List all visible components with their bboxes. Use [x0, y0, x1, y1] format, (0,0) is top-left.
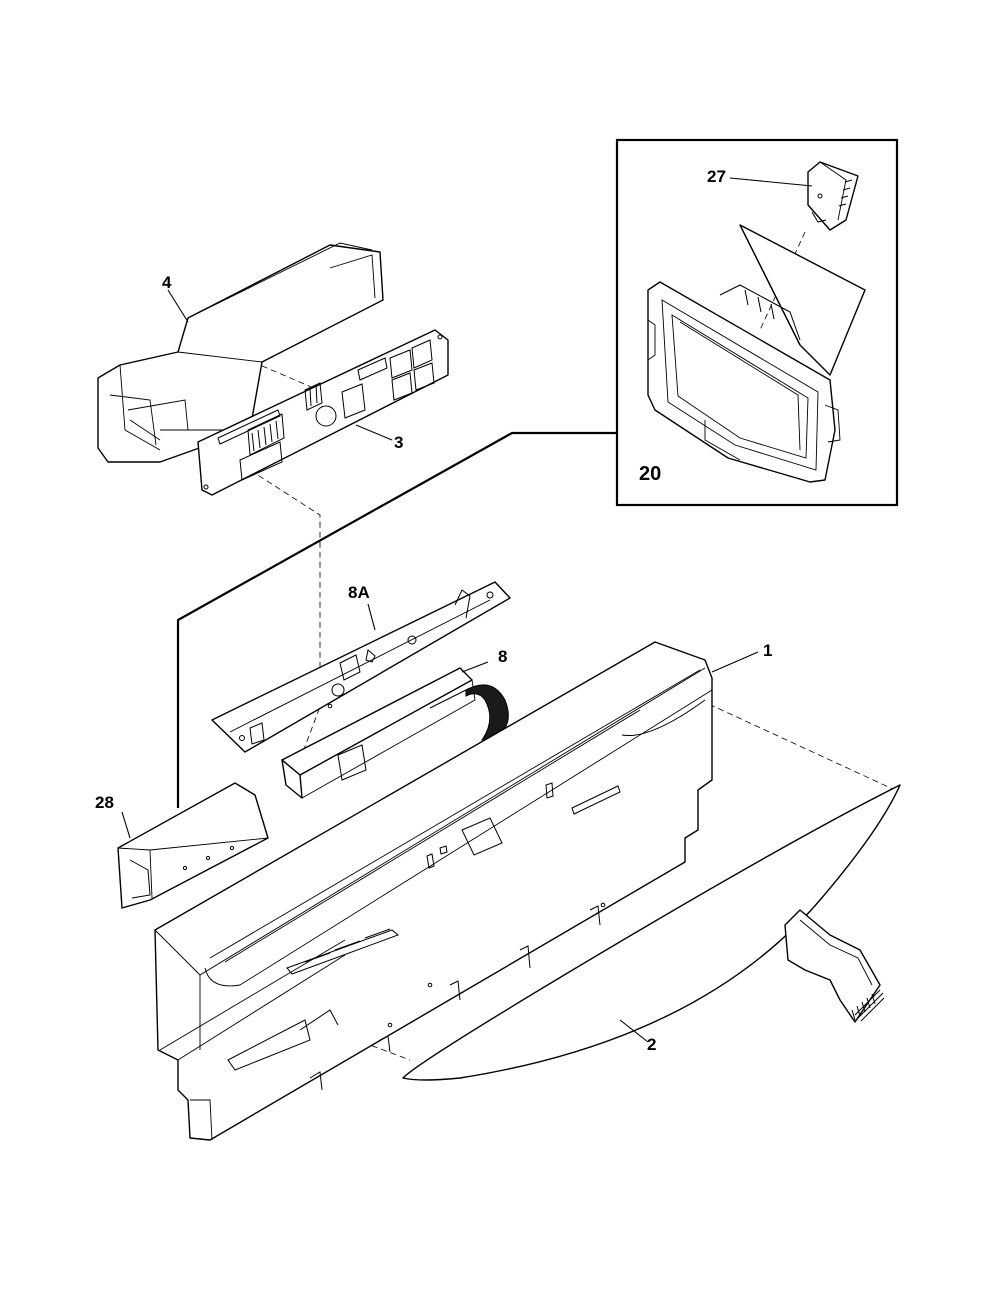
callout-27: 27 — [707, 167, 726, 186]
callout-labels: 4 3 27 20 8A 8 1 28 2 — [95, 167, 772, 1054]
part-8-display-board — [281, 667, 509, 799]
part-3-control-board — [197, 329, 449, 496]
part-8a-bracket — [211, 581, 511, 753]
inset-frame — [615, 138, 899, 507]
inset-bracket-line — [176, 431, 617, 808]
part-28-end-cap — [117, 782, 269, 909]
part-27-switch — [807, 161, 859, 231]
callout-4: 4 — [162, 273, 172, 292]
callout-1: 1 — [763, 641, 772, 660]
part-2-overlay — [402, 784, 901, 1081]
callout-2: 2 — [647, 1035, 656, 1054]
callout-3: 3 — [394, 433, 403, 452]
part-1-control-panel — [154, 641, 713, 1141]
callout-20: 20 — [639, 463, 661, 485]
callout-28: 28 — [95, 793, 114, 812]
callout-8a: 8A — [348, 583, 370, 602]
part-4-housing — [97, 242, 384, 463]
leader-lines — [121, 177, 813, 1043]
callout-8: 8 — [498, 647, 507, 666]
part-20-dispenser — [647, 224, 866, 483]
